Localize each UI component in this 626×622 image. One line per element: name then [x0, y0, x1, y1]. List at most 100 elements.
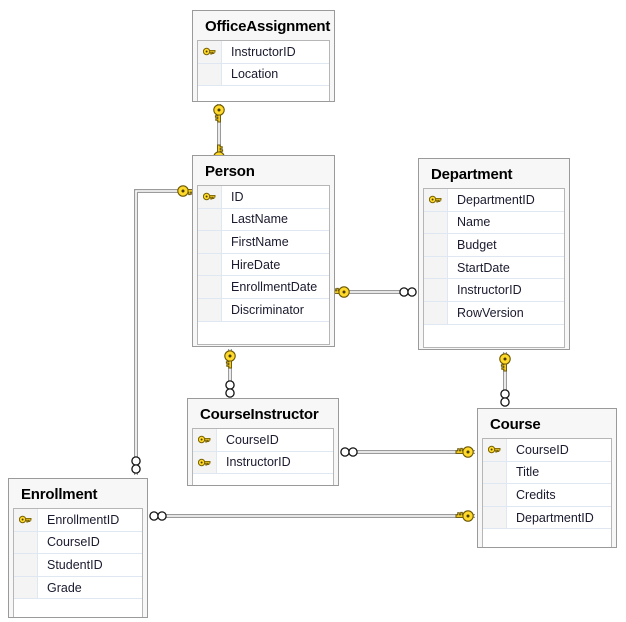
primary-key-gutter — [198, 208, 222, 231]
table-title: CourseInstructor — [200, 406, 319, 423]
relationship-enrollment-course[interactable] — [149, 510, 475, 522]
key-icon — [429, 196, 442, 204]
primary-key-gutter — [424, 279, 448, 301]
field-name: FirstName — [231, 234, 289, 249]
key-icon — [198, 458, 211, 467]
field-name: EnrollmentID — [47, 512, 120, 527]
field-name: InstructorID — [226, 455, 291, 470]
primary-key-gutter — [483, 484, 507, 506]
table-row-empty — [483, 529, 611, 547]
primary-key-gutter — [193, 474, 217, 485]
primary-key-gutter — [198, 321, 222, 344]
field-name: Grade — [47, 580, 82, 595]
relationship-person-department[interactable] — [331, 286, 417, 298]
relationship-person-enrollment[interactable] — [131, 185, 196, 475]
primary-key-gutter — [198, 86, 222, 101]
table-row[interactable]: InstructorID — [198, 41, 329, 64]
table-row[interactable]: CourseID — [193, 429, 333, 452]
field-grid: DepartmentID Name Budget StartDate Instr… — [423, 188, 565, 348]
field-name: Title — [516, 465, 540, 480]
table-row[interactable]: Budget — [424, 234, 564, 257]
field-name: ID — [231, 189, 244, 204]
relationship-person-courseinstructor[interactable] — [224, 349, 236, 398]
table-officeassignment[interactable]: OfficeAssignment InstructorID Location — [192, 10, 335, 102]
primary-key-gutter — [424, 211, 448, 234]
table-row[interactable]: DepartmentID — [483, 506, 611, 530]
table-row[interactable]: EnrollmentID — [14, 509, 142, 532]
table-enrollment[interactable]: Enrollment EnrollmentID CourseID Studen — [8, 478, 148, 618]
table-row[interactable]: Title — [483, 461, 611, 485]
relationship-person-officeassignment[interactable] — [213, 104, 225, 164]
relationship-courseinstructor-course[interactable] — [340, 446, 475, 458]
table-row[interactable]: FirstName — [198, 231, 329, 254]
table-row[interactable]: Discriminator — [198, 298, 329, 322]
key-icon — [488, 446, 501, 454]
table-row[interactable]: LastName — [198, 208, 329, 232]
primary-key-gutter — [424, 301, 448, 324]
table-row[interactable]: HireDate — [198, 253, 329, 277]
primary-key-gutter — [198, 231, 222, 253]
primary-key-gutter — [198, 276, 222, 298]
table-title: Enrollment — [21, 486, 98, 503]
field-grid: InstructorID Location — [197, 40, 330, 101]
primary-key-gutter — [14, 509, 38, 531]
table-department[interactable]: Department DepartmentID Name Budget — [418, 158, 570, 350]
field-name: CourseID — [516, 442, 569, 457]
table-row[interactable]: Location — [198, 63, 329, 87]
table-row[interactable]: ID — [198, 186, 329, 209]
field-name: DepartmentID — [516, 510, 594, 525]
primary-key-gutter — [14, 531, 38, 554]
primary-key-gutter — [14, 599, 38, 617]
table-row[interactable]: DepartmentID — [424, 189, 564, 212]
primary-key-gutter — [424, 234, 448, 256]
table-row[interactable]: RowVersion — [424, 301, 564, 325]
table-courseinstructor[interactable]: CourseInstructor CourseID — [187, 398, 339, 486]
field-grid: CourseID Title Credits DepartmentID — [482, 438, 612, 547]
table-row[interactable]: Name — [424, 211, 564, 235]
table-row[interactable]: Grade — [14, 576, 142, 600]
primary-key-gutter — [483, 461, 507, 484]
field-name: InstructorID — [457, 283, 522, 298]
field-grid: ID LastName FirstName HireDate Enrollmen… — [197, 185, 330, 345]
primary-key-gutter — [424, 324, 448, 347]
relationship-department-course[interactable] — [499, 352, 511, 407]
field-name: Budget — [457, 237, 497, 252]
field-name: DepartmentID — [457, 192, 535, 207]
table-row[interactable]: Credits — [483, 484, 611, 507]
field-name: Discriminator — [231, 302, 304, 317]
primary-key-gutter — [198, 298, 222, 321]
primary-key-gutter — [198, 63, 222, 86]
primary-key-gutter — [483, 439, 507, 461]
table-title: Course — [490, 416, 541, 433]
table-row[interactable]: EnrollmentDate — [198, 276, 329, 299]
table-title: Person — [205, 163, 255, 180]
field-name: Location — [231, 67, 279, 82]
primary-key-gutter — [193, 429, 217, 451]
primary-key-gutter — [483, 529, 507, 547]
table-row[interactable]: InstructorID — [424, 279, 564, 302]
table-row[interactable]: InstructorID — [193, 451, 333, 475]
table-row-empty — [14, 599, 142, 617]
table-row[interactable]: StartDate — [424, 256, 564, 280]
field-name: LastName — [231, 212, 288, 227]
primary-key-gutter — [193, 451, 217, 474]
key-icon — [203, 48, 216, 56]
key-icon — [203, 193, 216, 201]
table-row-empty — [424, 324, 564, 347]
field-grid: EnrollmentID CourseID StudentID Grade — [13, 508, 143, 617]
field-name: InstructorID — [231, 44, 296, 59]
primary-key-gutter — [198, 253, 222, 276]
field-name: EnrollmentDate — [231, 280, 318, 295]
table-title: OfficeAssignment — [205, 18, 331, 35]
field-name: StudentID — [47, 557, 103, 572]
primary-key-gutter — [198, 41, 222, 63]
table-course[interactable]: Course CourseID Title Credits — [477, 408, 617, 548]
primary-key-gutter — [424, 256, 448, 279]
table-person[interactable]: Person ID LastName FirstName — [192, 155, 335, 347]
field-name: CourseID — [47, 535, 100, 550]
table-row[interactable]: CourseID — [14, 531, 142, 555]
field-name: HireDate — [231, 257, 281, 272]
table-row[interactable]: CourseID — [483, 439, 611, 462]
table-row[interactable]: StudentID — [14, 554, 142, 577]
